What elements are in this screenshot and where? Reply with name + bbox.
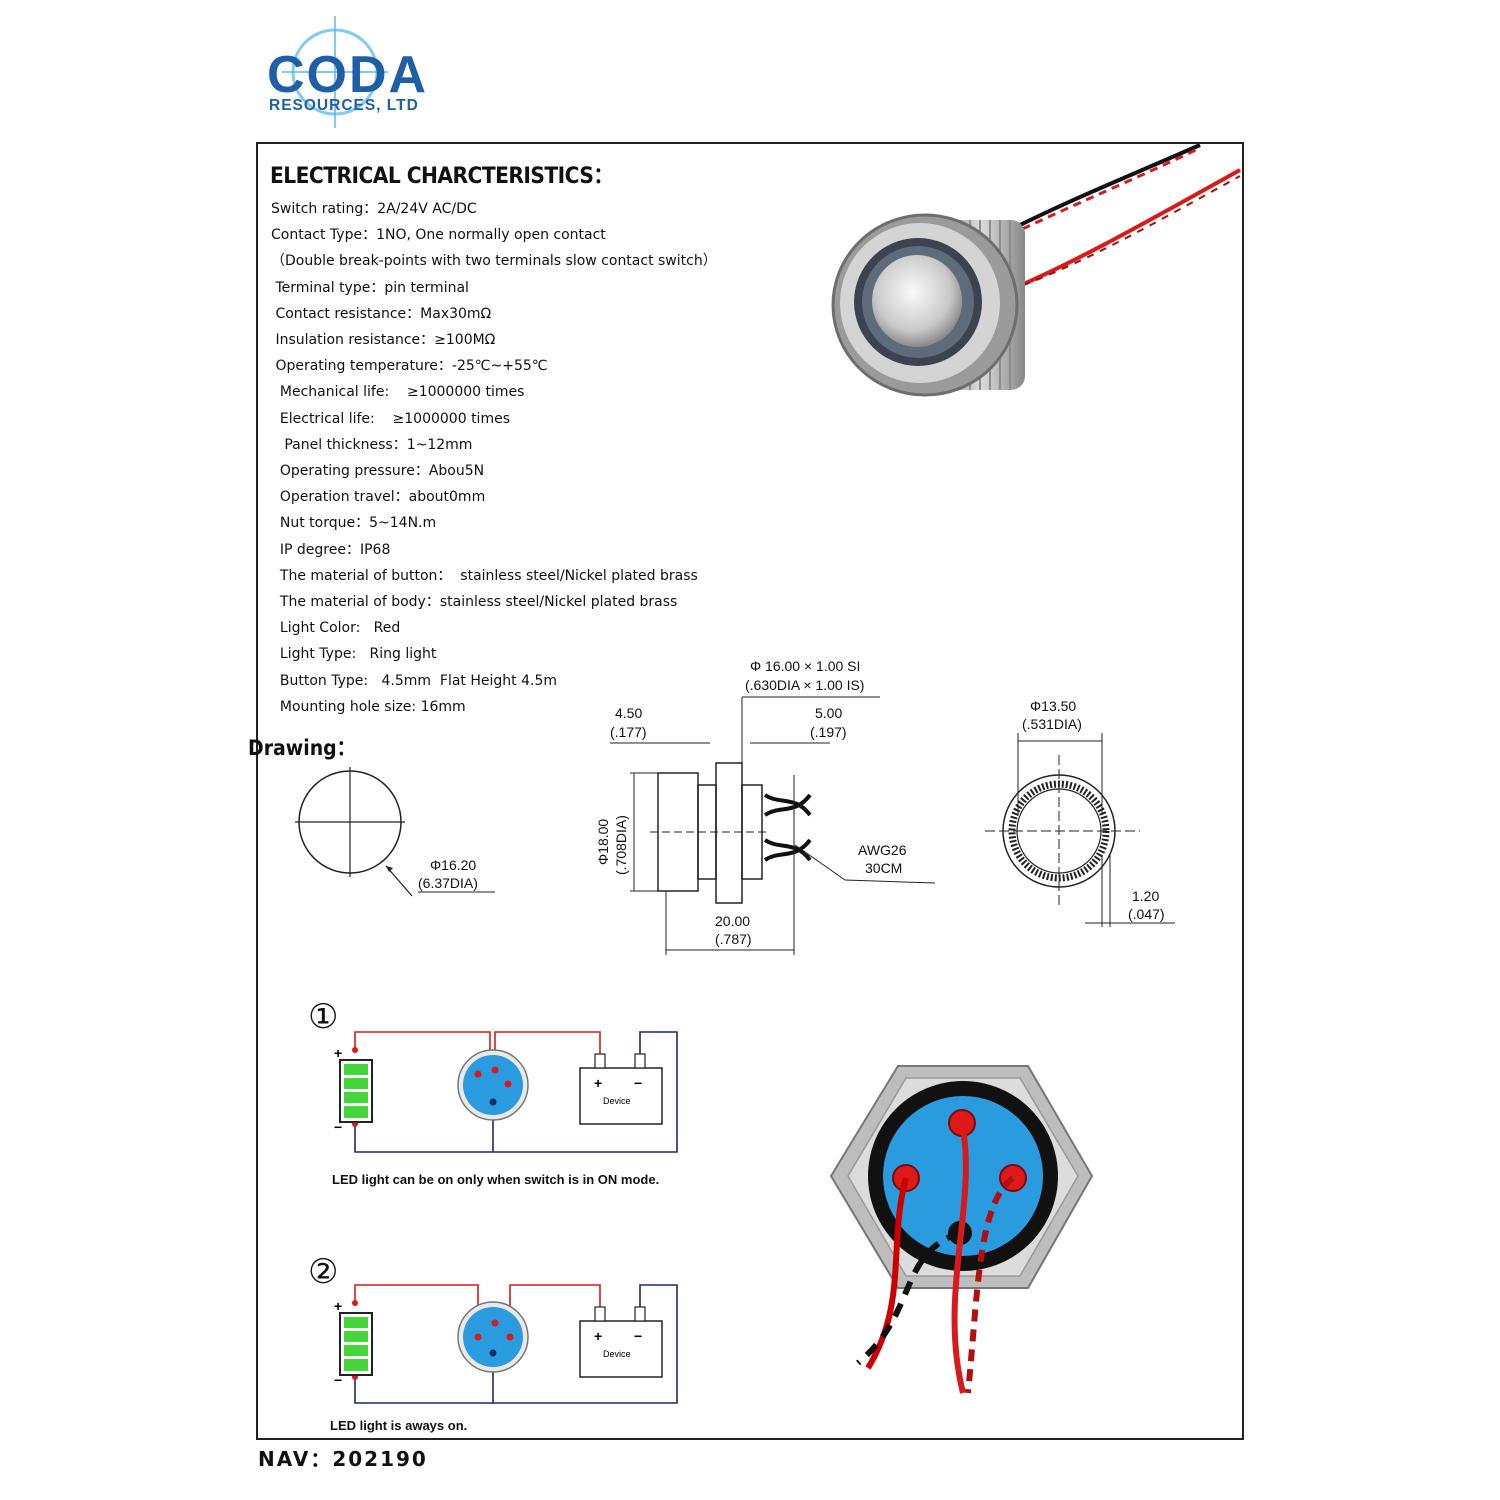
dim-450-inch: (.177)	[610, 724, 647, 740]
spec-row: Contact Type：1NO, One normally open cont…	[271, 227, 606, 244]
device-label: Device	[603, 1096, 631, 1106]
dim-thread-inch: (.630DIA × 1.00 IS)	[745, 677, 864, 693]
logo-subtitle: RESOURCES, LTD	[269, 97, 419, 114]
device-minus: −	[634, 1328, 642, 1344]
front-view-drawing: Φ16.20 (6.37DIA)	[295, 767, 495, 897]
dim-20: 20.00	[715, 913, 750, 929]
spec-row: The material of body：stainless steel/Nic…	[271, 594, 678, 611]
spec-list: Switch rating：2A/24V AC/DC Contact Type：…	[271, 196, 717, 720]
device-minus: −	[634, 1075, 642, 1091]
circuit-diagram-1: ① + − + − Device LED light can be on onl…	[308, 998, 678, 1187]
dim-1620: Φ16.20	[430, 857, 476, 873]
dim-120-inch: (.047)	[1128, 906, 1165, 922]
spec-row: Electrical life: ≥1000000 times	[271, 410, 510, 427]
circuit-number: ①	[308, 998, 338, 1036]
device-label: Device	[603, 1349, 631, 1359]
drawing-label: Drawing：	[248, 736, 356, 760]
dim-awg-length: 30CM	[865, 860, 902, 876]
circuit-caption: LED light can be on only when switch is …	[332, 1172, 659, 1187]
spec-row: Terminal type：pin terminal	[271, 279, 469, 296]
device-plus: +	[594, 1328, 602, 1344]
spec-title: ELECTRICAL CHARCTERISTICS：	[270, 164, 614, 189]
spec-row: Insulation resistance：≥100MΩ	[271, 332, 496, 349]
dim-500-inch: (.197)	[810, 724, 847, 740]
battery-minus: −	[334, 1372, 342, 1388]
spec-row: Nut torque：5~14N.m	[271, 515, 437, 532]
rear-terminal-illustration	[829, 1065, 1094, 1394]
battery-plus: +	[334, 1298, 342, 1314]
battery-plus: +	[334, 1045, 342, 1061]
dim-120: 1.20	[1132, 888, 1159, 904]
spec-row: Button Type: 4.5mm Flat Height 4.5m	[271, 672, 558, 689]
spec-row: Operating pressure：Abou5N	[271, 463, 485, 480]
spec-row: Light Type: Ring light	[271, 646, 437, 663]
dim-18: Φ18.00	[595, 819, 611, 865]
dim-1350-inch: (.531DIA)	[1022, 716, 1082, 732]
spec-row: （Double break-points with two terminals …	[271, 253, 717, 270]
coda-logo: CODA RESOURCES, LTD	[267, 16, 428, 128]
battery-minus: −	[334, 1119, 342, 1135]
spec-row: Light Color: Red	[271, 620, 401, 637]
dim-1620-inch: (6.37DIA)	[418, 875, 478, 891]
nav-number: NAV：202190	[258, 1447, 428, 1471]
logo-name: CODA	[267, 46, 428, 104]
side-view-drawing: Φ 16.00 × 1.00 SI (.630DIA × 1.00 IS) 4.…	[595, 658, 936, 955]
circuit-caption: LED light is aways on.	[330, 1418, 467, 1433]
spec-row: Panel thickness：1~12mm	[271, 436, 473, 453]
spec-row: Operation travel：about0mm	[271, 489, 486, 506]
product-photo	[831, 143, 1241, 397]
dim-1350: Φ13.50	[1030, 698, 1076, 714]
dim-500: 5.00	[815, 705, 842, 721]
spec-sheet-frame	[256, 142, 1244, 1440]
circuit-number: ②	[308, 1253, 338, 1291]
rear-view-drawing: Φ13.50 (.531DIA) 1.20 (.047)	[985, 698, 1175, 927]
spec-row: The material of button： stainless steel/…	[271, 567, 698, 584]
dim-thread: Φ 16.00 × 1.00 SI	[750, 658, 860, 674]
device-plus: +	[594, 1075, 602, 1091]
dim-20-inch: (.787)	[715, 931, 752, 947]
dim-450: 4.50	[615, 705, 642, 721]
spec-row: Switch rating：2A/24V AC/DC	[271, 201, 477, 217]
spec-row: Operating temperature：-25℃~+55℃	[271, 358, 548, 375]
circuit-diagram-2: ② + − + − Device LED light is aways on.	[308, 1253, 678, 1433]
spec-row: Mounting hole size: 16mm	[271, 698, 466, 715]
spec-row: Mechanical life: ≥1000000 times	[271, 384, 525, 401]
spec-row: IP degree：IP68	[271, 541, 391, 558]
spec-row: Contact resistance：Max30mΩ	[271, 305, 492, 322]
dim-awg: AWG26	[858, 842, 907, 858]
dim-18-inch: (.708DIA)	[613, 815, 629, 875]
